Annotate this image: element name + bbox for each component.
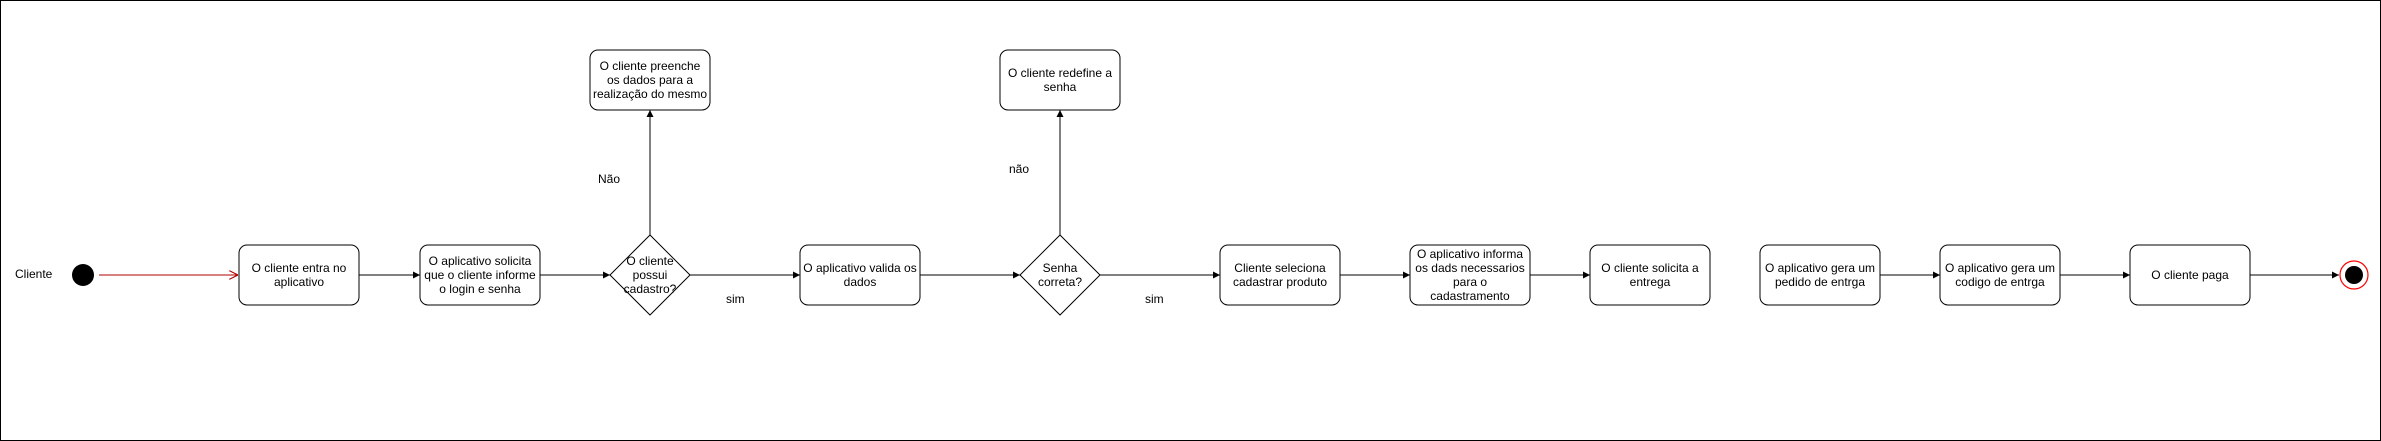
edge-label-d2-no: não bbox=[1009, 162, 1030, 176]
edge-label-d1-no: Não bbox=[598, 172, 621, 186]
decision-node-d2 bbox=[1019, 234, 1101, 316]
activity-node-n8 bbox=[1589, 244, 1711, 306]
activity-node-n9 bbox=[1759, 244, 1881, 306]
final-node-core bbox=[2345, 266, 2363, 284]
edge-label-d1-yes: sim bbox=[726, 292, 745, 306]
activity-node-n10 bbox=[1939, 244, 2061, 306]
activity-node-n3 bbox=[589, 49, 711, 111]
activity-node-n5 bbox=[999, 49, 1121, 111]
initial-node bbox=[72, 264, 94, 286]
activity-node-n4 bbox=[799, 244, 921, 306]
lane-label: Cliente bbox=[15, 267, 53, 281]
decision-node-d1 bbox=[609, 234, 691, 316]
activity-node-n11 bbox=[2129, 244, 2251, 306]
activity-node-n2 bbox=[419, 244, 541, 306]
activity-node-n7 bbox=[1409, 244, 1531, 306]
edge-label-d2-yes: sim bbox=[1145, 292, 1164, 306]
activity-node-n6 bbox=[1219, 244, 1341, 306]
activity-node-n1 bbox=[238, 244, 360, 306]
